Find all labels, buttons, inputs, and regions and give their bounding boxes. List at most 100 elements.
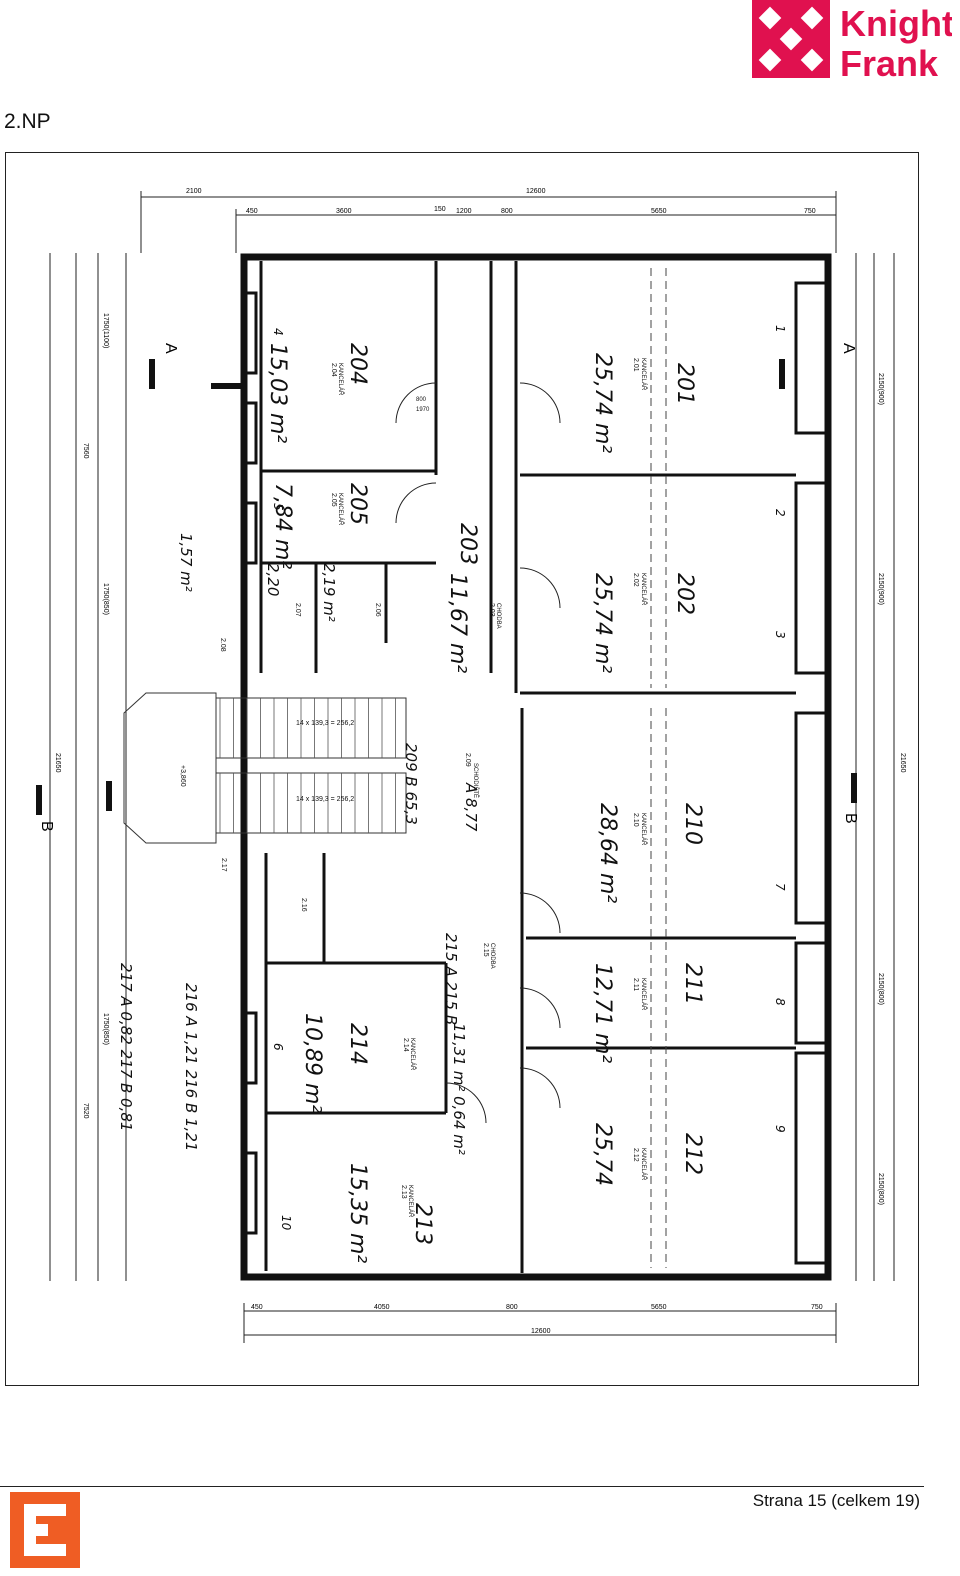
footer-rule <box>0 1486 924 1487</box>
room-204-code: 2.04 <box>330 363 337 377</box>
bottom-dim-0: 450 <box>251 1304 263 1311</box>
right-dim-1: 2150(900) <box>877 373 884 405</box>
room-216-area: 216 A 1,21 216 B 1,21 <box>182 983 200 1151</box>
window-num-3: 3 <box>773 631 787 639</box>
room-203-area: 11,67 m² <box>445 573 470 673</box>
room-214-type: KANCELÁŘ <box>409 1038 417 1071</box>
left-dim-3: 1750(1100) <box>102 313 109 348</box>
room-203-code: 2.03 <box>488 603 495 617</box>
room-214-area: 10,89 m² <box>300 1013 325 1113</box>
room-204-type: KANCELÁŘ <box>337 363 345 396</box>
room-210-code: 2.10 <box>632 813 639 827</box>
room-203-hand: 203 <box>455 523 480 565</box>
room-209-area: 209 B 65,3 <box>402 743 420 825</box>
floor-label: 2.NP <box>4 110 51 133</box>
bottom-dim-4: 750 <box>811 1304 823 1311</box>
knight-frank-logo: Knight Frank <box>752 0 954 84</box>
room-216-code: 2.16 <box>300 898 307 912</box>
door-label-800: 800 <box>416 397 427 403</box>
left-dim-4: 1750(850) <box>102 583 109 615</box>
room-205-area: 7,84 m² <box>270 483 295 569</box>
room-201-type: KANCELÁŘ <box>640 358 648 391</box>
window-num-2: 2 <box>773 509 787 517</box>
room-202-area: 25,74 m² <box>590 573 615 673</box>
stair-level: +3,860 <box>179 765 186 787</box>
window-num-6: 6 <box>271 1043 285 1051</box>
left-dim-2: 7520 <box>82 1103 89 1119</box>
top-dim-6: 800 <box>501 208 513 215</box>
room-212-code: 2.12 <box>632 1148 639 1162</box>
room-212-type: KANCELÁŘ <box>640 1148 648 1181</box>
left-dim-5: 1750(850) <box>102 1013 109 1045</box>
room-206-code: 2.06 <box>374 603 381 617</box>
room-202-type: KANCELÁŘ <box>640 573 648 606</box>
logo-text-frank: Frank <box>840 43 939 80</box>
section-mark-b-left: B <box>38 821 55 832</box>
window-num-10: 10 <box>279 1215 293 1231</box>
top-dim-0: 2100 <box>186 188 202 195</box>
top-dim-2: 450 <box>246 208 258 215</box>
window-num-7: 7 <box>773 883 787 891</box>
right-dim-0: 21650 <box>899 753 906 773</box>
room-209-type: SCHODIŠTĚ <box>472 763 480 798</box>
room-213-type: KANCELÁŘ <box>407 1185 415 1218</box>
room-205-code: 2.05 <box>330 493 337 507</box>
room-212-hand: 212 <box>680 1133 705 1175</box>
section-mark-a-left: A <box>162 343 179 354</box>
floor-plan-drawing: A A B B 2100 12600 450 3600 150 1200 800… <box>36 188 906 1343</box>
room-213-code: 2.13 <box>400 1185 407 1199</box>
room-207-code: 2.07 <box>294 603 301 617</box>
top-dim-1: 12600 <box>526 188 546 195</box>
room-213-hand: 213 <box>410 1203 435 1245</box>
logo-text-knight: Knight <box>840 3 952 44</box>
room-205-type: KANCELÁŘ <box>337 493 345 526</box>
room-215-code: 2.15 <box>482 943 489 957</box>
section-mark-a-right: A <box>840 343 857 354</box>
room-210-hand: 210 <box>680 803 705 845</box>
room-214-code: 2.14 <box>402 1038 409 1052</box>
room-217-code: 2.17 <box>220 858 227 872</box>
top-dim-8: 750 <box>804 208 816 215</box>
top-dim-7: 5650 <box>651 208 667 215</box>
room-217-area: 217 A 0,82 217 B 0,81 <box>117 963 135 1131</box>
door-label-1970: 1970 <box>416 407 430 413</box>
room-202-hand: 202 <box>672 573 697 615</box>
floor-plan: A A B B 2100 12600 450 3600 150 1200 800… <box>5 152 919 1386</box>
room-209-hand: A 8,77 <box>462 782 480 832</box>
window-num-4: 4 <box>271 328 285 336</box>
room-201-area: 25,74 m² <box>590 353 615 453</box>
room-215-type: CHODBA <box>489 943 495 969</box>
room-204-hand: 204 <box>345 343 370 385</box>
room-201-code: 2.01 <box>632 358 639 372</box>
bottom-dim-1: 4050 <box>374 1304 390 1311</box>
top-dim-4: 150 <box>434 206 446 213</box>
room-207-area: 2,20 <box>264 563 282 596</box>
room-205-hand: 205 <box>345 483 370 525</box>
page-number: Strana 15 (celkem 19) <box>752 1491 920 1510</box>
bottom-dim-5: 12600 <box>531 1328 551 1335</box>
window-num-5: 5 <box>271 503 285 511</box>
room-201-hand: 201 <box>672 363 697 405</box>
room-204-area: 15,03 m² <box>265 343 290 443</box>
section-mark-b-right: B <box>842 813 859 824</box>
room-213-area: 15,35 m² <box>345 1163 370 1263</box>
window-num-1: 1 <box>773 325 787 333</box>
stair-label-2: 14 x 139,3 = 256,2 <box>296 796 354 803</box>
left-dim-1: 21650 <box>54 753 61 773</box>
room-210-type: KANCELÁŘ <box>640 813 648 846</box>
top-dim-5: 1200 <box>456 208 472 215</box>
footer-logo <box>10 1492 80 1568</box>
room-211-code: 2.11 <box>632 978 639 991</box>
left-dim-0: 7560 <box>82 443 89 459</box>
room-202-code: 2.02 <box>632 573 639 587</box>
right-dim-2: 2150(900) <box>877 573 884 605</box>
room-210-area: 28,64 m² <box>595 803 620 903</box>
room-214-hand: 214 <box>345 1023 370 1065</box>
stair-label-1: 14 x 139,3 = 256,2 <box>296 720 354 727</box>
room-208-code: 2.08 <box>219 638 226 652</box>
room-203-type: CHODBA <box>495 603 501 629</box>
room-209-code: 2.09 <box>464 753 471 767</box>
room-211-type: KANCELÁŘ <box>640 978 648 1011</box>
room-211-area: 12,71 m² <box>590 963 615 1063</box>
room-206-area: 2,19 m² <box>320 563 338 622</box>
